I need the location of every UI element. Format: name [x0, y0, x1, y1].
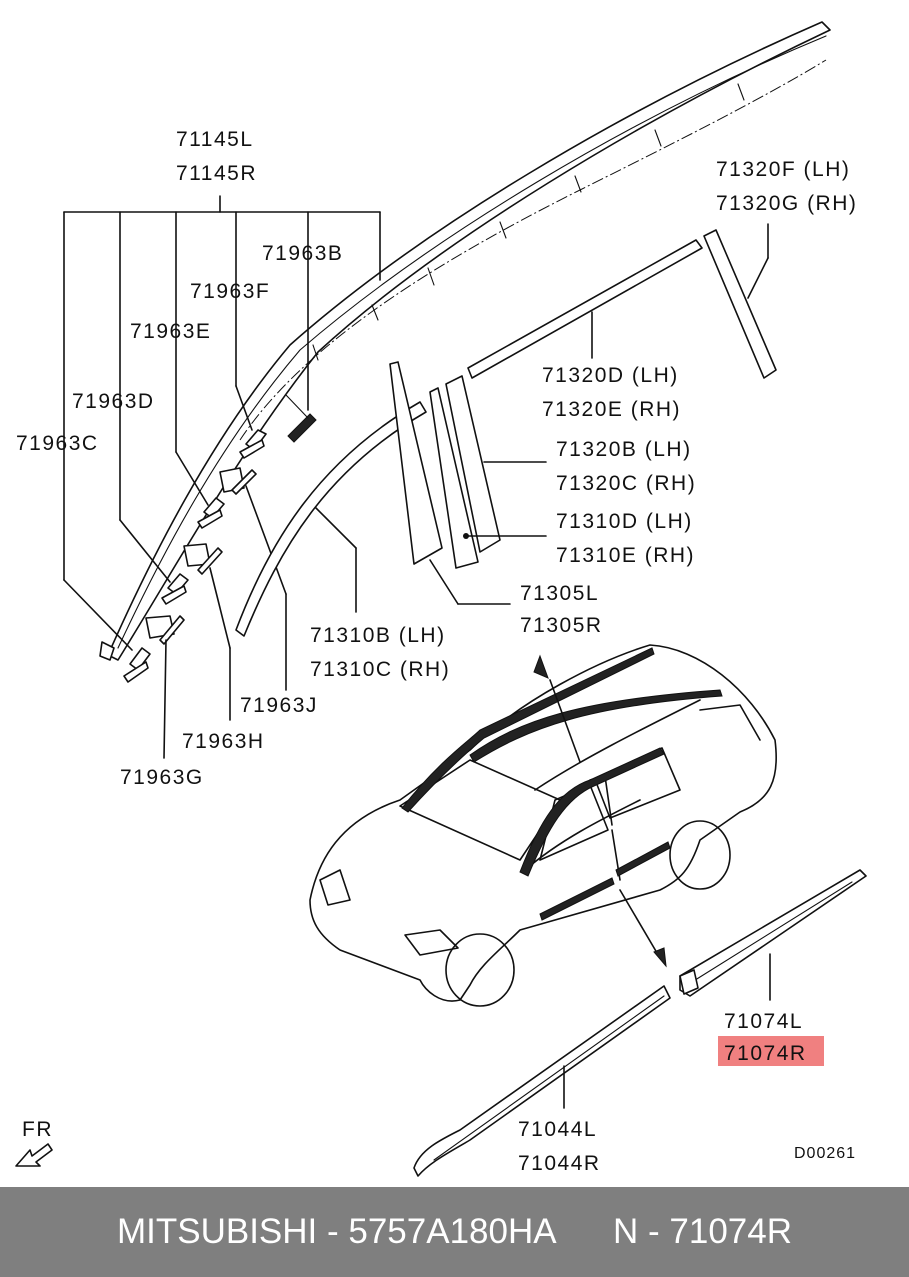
label-71963G: 71963G	[120, 766, 204, 789]
moulding-71320B	[429, 375, 547, 569]
diagram-code: D00261	[794, 1145, 856, 1162]
garnish-71074	[679, 869, 867, 1001]
leader-lines-clips	[163, 485, 287, 759]
label-71310D: 71310D (LH)	[556, 510, 693, 533]
roof-moulding-71145	[99, 21, 831, 661]
label-71310B: 71310B (LH)	[310, 624, 446, 647]
label-71963B: 71963B	[262, 242, 343, 265]
label-71145L: 71145L	[176, 128, 254, 151]
highlight-71074R	[718, 1036, 824, 1066]
label-71310E: 71310E (RH)	[556, 544, 695, 567]
label-fr: FR	[22, 1118, 53, 1141]
moulding-71320D	[467, 239, 703, 379]
label-71320C: 71320C (RH)	[556, 472, 696, 495]
label-71320D: 71320D (LH)	[542, 364, 679, 387]
clips	[123, 394, 317, 683]
vehicle-illustration	[309, 644, 777, 1007]
clip-71963G	[145, 615, 185, 645]
label-71963C: 71963C	[16, 432, 99, 455]
clip-71963B	[285, 394, 317, 443]
label-71963D: 71963D	[72, 390, 155, 413]
clip-71963C	[123, 647, 151, 683]
label-71320G: 71320G (RH)	[716, 192, 857, 215]
moulding-71310B	[235, 401, 427, 637]
garnish-71044	[413, 985, 671, 1177]
clip-71963D	[161, 573, 189, 605]
label-71044L: 71044L	[518, 1118, 597, 1141]
clip-71963F	[239, 429, 267, 459]
clip-71963E	[197, 497, 225, 529]
label-71305L: 71305L	[520, 582, 599, 605]
moulding-71310D	[463, 533, 547, 539]
label-71074L: 71074L	[724, 1010, 803, 1033]
moulding-71320F	[703, 223, 777, 379]
label-71963H: 71963H	[182, 730, 265, 753]
label-71963F: 71963F	[190, 280, 270, 303]
label-71320B: 71320B (LH)	[556, 438, 692, 461]
label-71963J: 71963J	[240, 694, 318, 717]
clip-71963J	[219, 467, 257, 495]
labels: 71145L 71145R 71963B 71963F 71963E 71963…	[16, 128, 857, 1175]
clip-71963H	[183, 543, 223, 575]
label-71963E: 71963E	[130, 320, 211, 343]
front-arrow-icon	[15, 1143, 53, 1167]
label-71320E: 71320E (RH)	[542, 398, 681, 421]
label-71310C: 71310C (RH)	[310, 658, 450, 681]
leader-lines-71145	[63, 195, 381, 651]
label-71074R: 71074R	[724, 1042, 807, 1065]
label-71044R: 71044R	[518, 1152, 601, 1175]
label-71145R: 71145R	[176, 162, 257, 185]
footer-bar: MITSUBISHI - 5757A180HA N - 71074R	[0, 1187, 909, 1277]
label-71320F: 71320F (LH)	[716, 158, 850, 181]
parts-diagram: 71145L 71145R 71963B 71963F 71963E 71963…	[15, 21, 867, 1177]
label-71305R: 71305R	[520, 614, 603, 637]
footer-text: MITSUBISHI - 5757A180HA N - 71074R	[116, 1212, 792, 1251]
moulding-71305	[389, 361, 511, 605]
